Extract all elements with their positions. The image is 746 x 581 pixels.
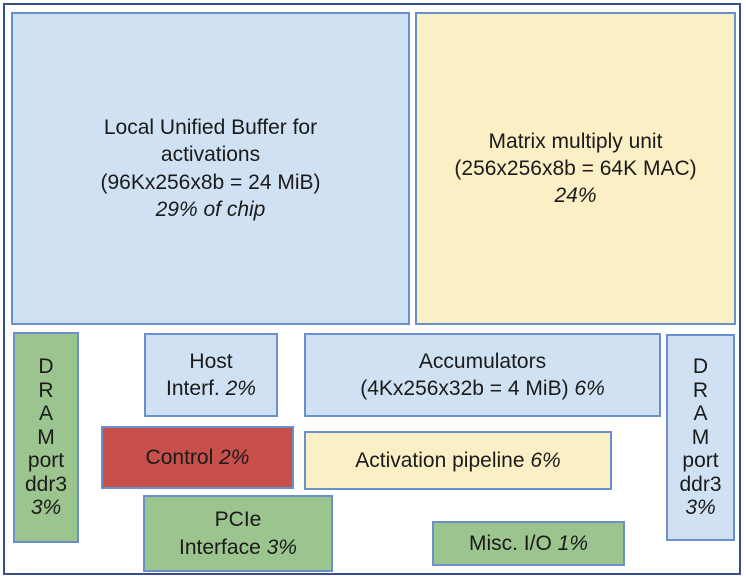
- chip-floorplan-frame: Local Unified Buffer for activations (96…: [3, 3, 741, 575]
- control-pct: 2%: [219, 445, 250, 469]
- dram-left-word2: ddr3: [24, 472, 68, 496]
- dram-left-letter: R: [38, 378, 54, 402]
- pcie-interface-block: PCIe Interface 3%: [143, 495, 333, 572]
- misc-io-title: Misc. I/O: [468, 531, 552, 555]
- host-interface-title: Host: [189, 349, 233, 373]
- dram-port-left-block: D R A M port ddr3 3%: [13, 332, 79, 543]
- control-title: Control: [145, 445, 214, 469]
- misc-io-block: Misc. I/O 1%: [432, 521, 625, 566]
- dram-right-word2: ddr3: [679, 472, 722, 496]
- matrix-multiply-pct: 24%: [554, 184, 597, 208]
- accumulators-title: Accumulators: [418, 349, 547, 373]
- accumulators-detail: (4Kx256x32b = 4 MiB): [360, 377, 569, 400]
- control-block: Control 2%: [101, 426, 294, 489]
- dram-left-letter: D: [38, 355, 54, 379]
- dram-right-letter: R: [692, 378, 709, 402]
- dram-left-pct: 3%: [30, 496, 62, 520]
- pcie-interface-pct: 3%: [266, 535, 297, 559]
- accumulators-pct: 6%: [574, 377, 605, 400]
- unified-buffer-pct: 29% of chip: [155, 197, 266, 221]
- host-interface-pct: 2%: [225, 377, 256, 400]
- dram-right-word1: port: [682, 449, 719, 473]
- pcie-interface-title: PCIe: [214, 508, 262, 532]
- host-interface-block: Host Interf. 2%: [144, 333, 278, 417]
- dram-right-letter: A: [693, 402, 708, 426]
- dram-right-pct: 3%: [685, 496, 716, 520]
- dram-right-letter: M: [691, 425, 710, 449]
- matrix-multiply-title: Matrix multiply unit: [488, 129, 663, 153]
- pcie-interface-subtitle: Interface: [179, 535, 261, 559]
- unified-buffer-block: Local Unified Buffer for activations (96…: [11, 12, 410, 325]
- activation-pipeline-block: Activation pipeline 6%: [304, 431, 612, 490]
- matrix-multiply-block: Matrix multiply unit (256x256x8b = 64K M…: [415, 12, 736, 325]
- activation-pipeline-title: Activation pipeline: [355, 448, 525, 472]
- activation-pipeline-pct: 6%: [530, 448, 561, 472]
- dram-left-word1: port: [27, 449, 65, 473]
- dram-right-letter: D: [692, 355, 709, 379]
- dram-left-letter: M: [37, 425, 55, 449]
- accumulators-block: Accumulators (4Kx256x32b = 4 MiB) 6%: [304, 333, 661, 417]
- unified-buffer-title-line1: Local Unified Buffer for: [103, 115, 318, 139]
- host-interface-subtitle: Interf.: [166, 377, 220, 400]
- dram-port-right-block: D R A M port ddr3 3%: [666, 334, 735, 541]
- matrix-multiply-detail: (256x256x8b = 64K MAC): [454, 156, 697, 180]
- unified-buffer-title-line2: activations: [160, 143, 261, 167]
- unified-buffer-detail: (96Kx256x8b = 24 MiB): [100, 170, 321, 194]
- dram-left-letter: A: [38, 402, 53, 426]
- misc-io-pct: 1%: [557, 531, 589, 555]
